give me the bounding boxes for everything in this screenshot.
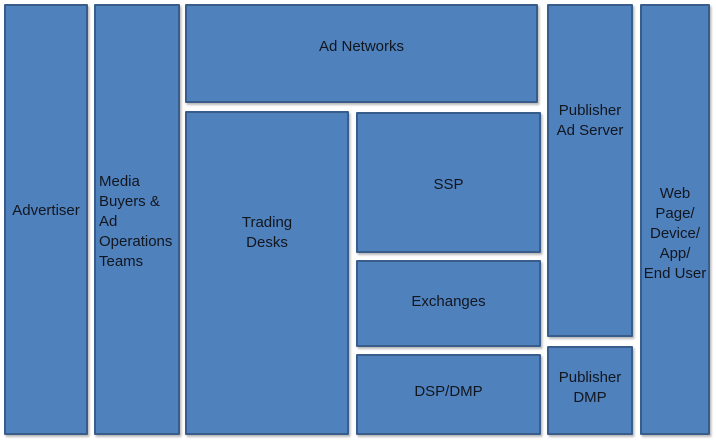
- box-advertiser: Advertiser: [4, 4, 88, 435]
- box-ad-networks-label: Ad Networks: [318, 37, 405, 55]
- box-trading-desks: Trading Desks: [185, 111, 349, 435]
- box-dsp-dmp-label: DSP/DMP: [414, 383, 483, 401]
- box-ssp-label: SSP: [433, 176, 464, 194]
- box-ssp: SSP: [356, 112, 541, 253]
- box-media-buyers-label: Media Buyers & Ad Operations Teams: [99, 172, 173, 270]
- box-web-page-device-app-end-user: Web Page/ Device/ App/ End User: [640, 4, 710, 435]
- box-exchanges: Exchanges: [356, 260, 541, 347]
- box-web-page-label: Web Page/ Device/ App/ End User: [643, 185, 707, 283]
- box-ad-networks: Ad Networks: [185, 4, 538, 103]
- box-media-buyers-ad-operations: Media Buyers & Ad Operations Teams: [94, 4, 180, 435]
- box-publisher-dmp-label: Publisher DMP: [558, 368, 622, 406]
- box-trading-desks-label: Trading Desks: [241, 214, 293, 251]
- box-advertiser-label: Advertiser: [12, 201, 80, 219]
- box-publisher-ad-server: Publisher Ad Server: [547, 4, 633, 337]
- box-dsp-dmp: DSP/DMP: [356, 354, 541, 435]
- box-publisher-ad-server-label: Publisher Ad Server: [556, 102, 624, 140]
- box-exchanges-label: Exchanges: [411, 293, 486, 311]
- box-publisher-dmp: Publisher DMP: [547, 346, 633, 435]
